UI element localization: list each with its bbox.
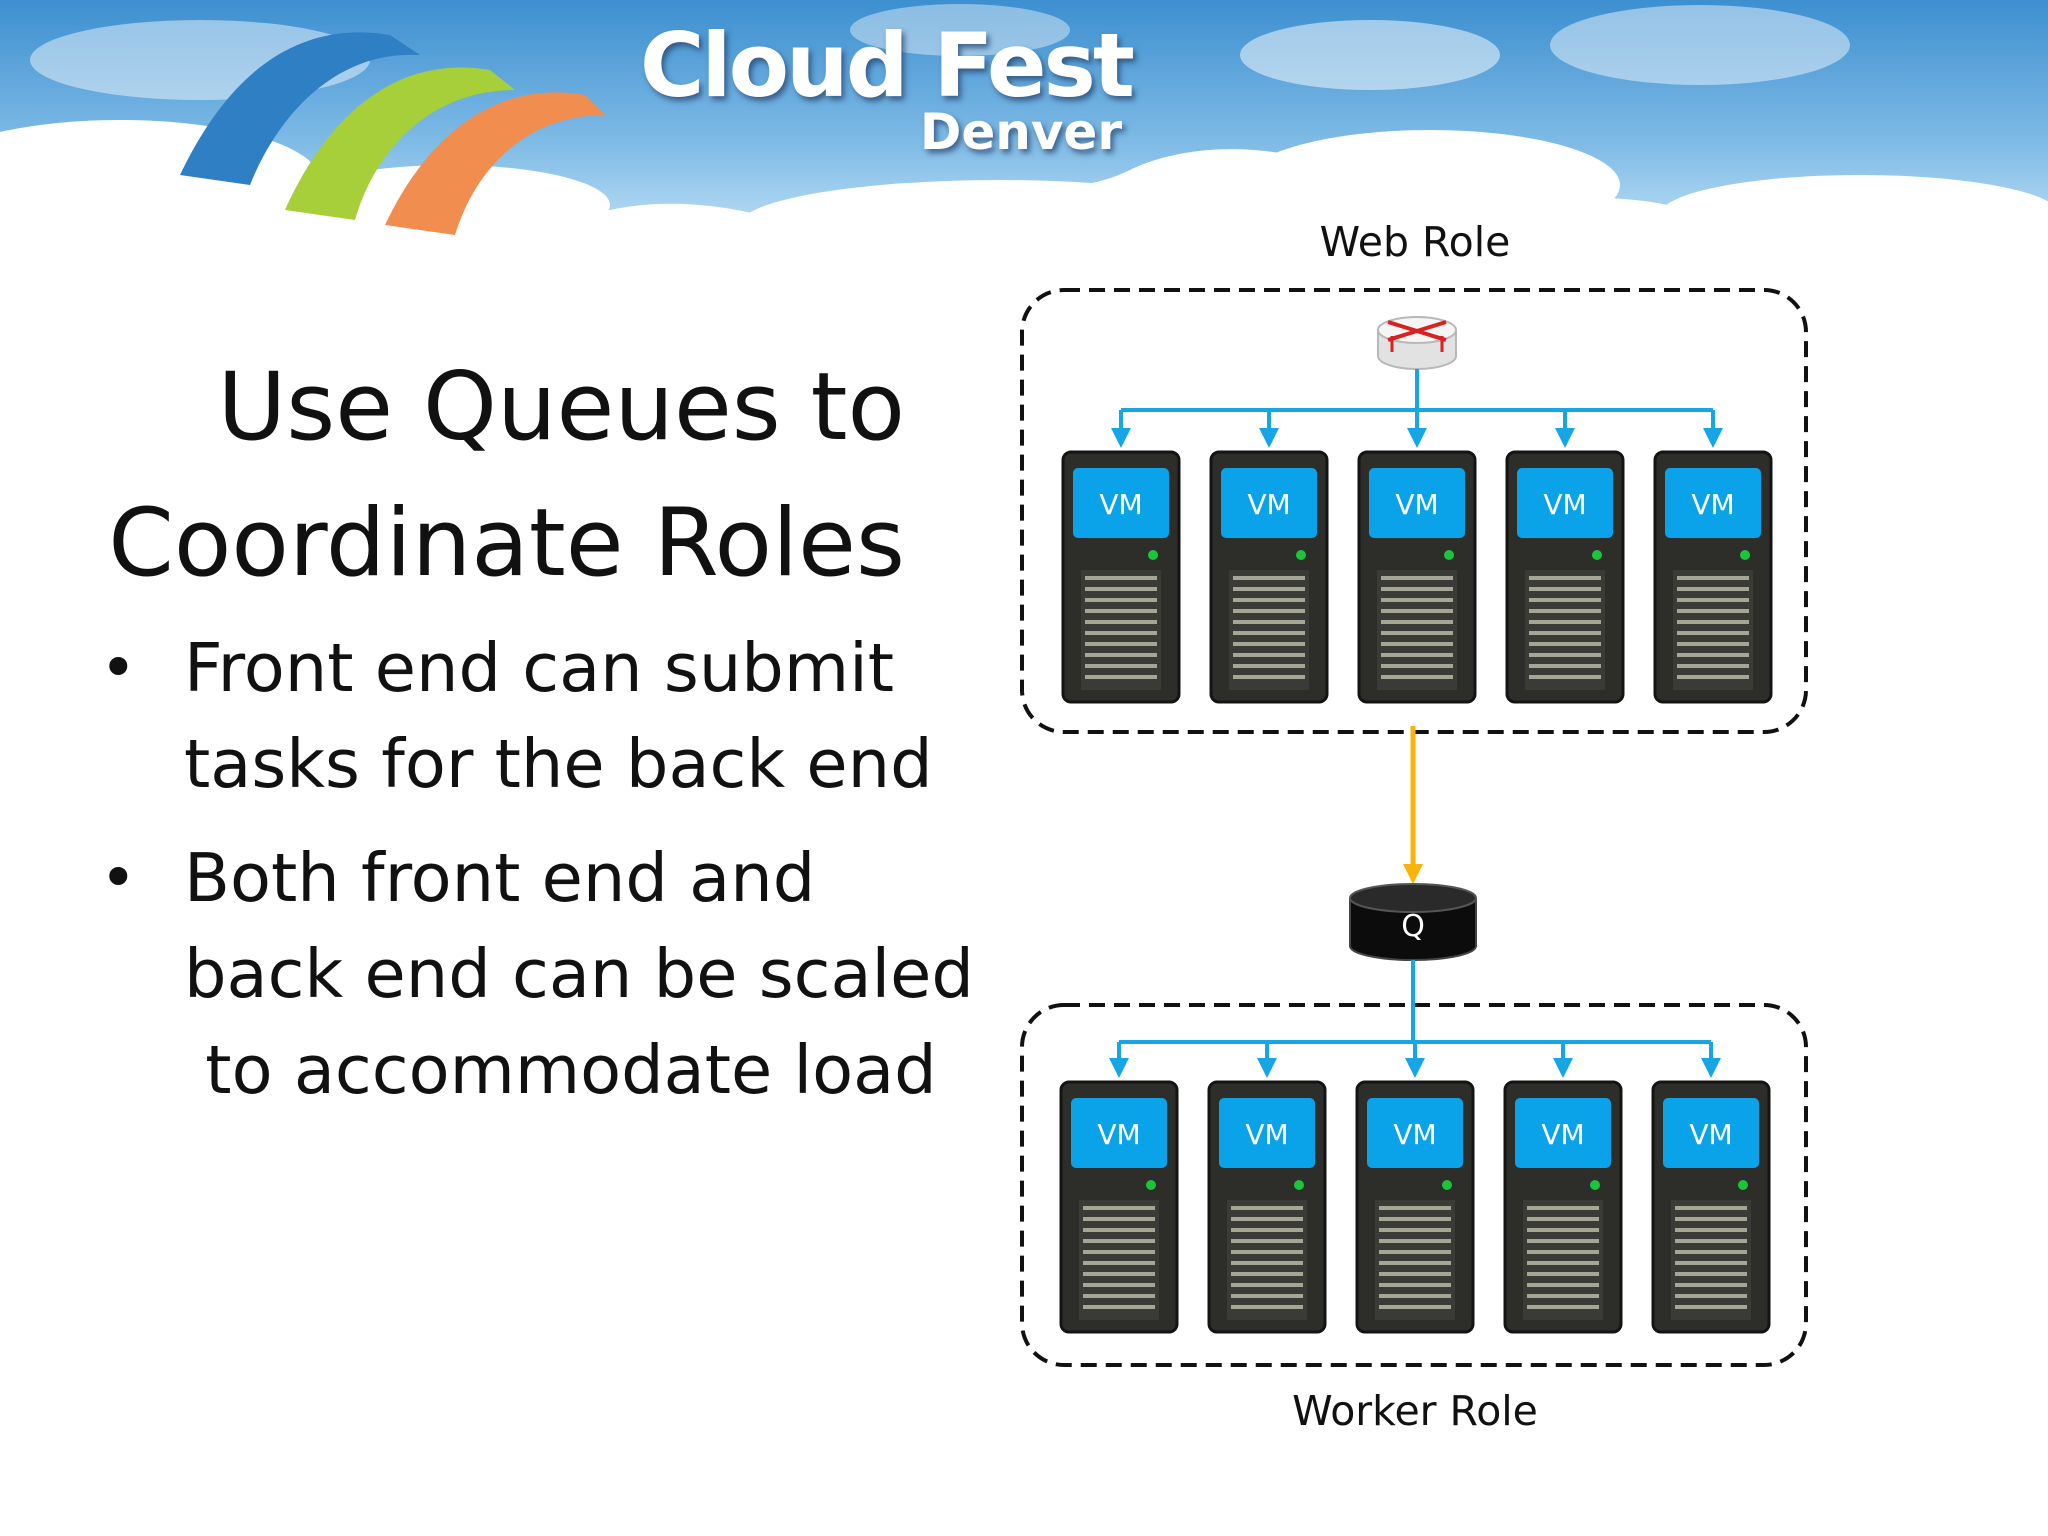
vm-label: VM [1689, 1118, 1732, 1151]
vm-label: VM [1099, 488, 1142, 521]
bullet-line: back end can be scaled [184, 935, 974, 1013]
vm-server-icon: VM [1355, 1080, 1475, 1334]
vm-screen [1369, 468, 1465, 538]
web-role-label: Web Role [1320, 218, 1511, 266]
bullet-line: to accommodate load [184, 1031, 937, 1109]
status-led-icon [1740, 550, 1750, 560]
status-led-icon [1592, 550, 1602, 560]
slide-title-line: Coordinate Roles [108, 489, 905, 598]
conference-logo: Cloud Fest Denver [612, 14, 1135, 161]
logo-sub-text: Denver [919, 103, 1122, 161]
vm-screen [1665, 468, 1761, 538]
status-led-icon [1738, 1180, 1748, 1190]
logo-arches-icon [180, 32, 605, 235]
vm-label: VM [1245, 1118, 1288, 1151]
status-led-icon [1146, 1180, 1156, 1190]
vm-server-icon: VM [1207, 1080, 1327, 1334]
worker-connector-lines [1109, 960, 1721, 1078]
vm-screen [1219, 1098, 1315, 1168]
slide-title: Use Queues to Coordinate Roles [60, 340, 905, 612]
bullet-line: Both front end and [184, 839, 816, 917]
bullet-list: Front end can submit tasks for the back … [100, 620, 1000, 1136]
vm-label: VM [1395, 488, 1438, 521]
vm-label: VM [1247, 488, 1290, 521]
vm-screen [1221, 468, 1317, 538]
vm-screen [1071, 1098, 1167, 1168]
queue-label: Q [1401, 909, 1425, 944]
vm-server-icon: VM [1059, 1080, 1179, 1334]
status-led-icon [1590, 1180, 1600, 1190]
status-led-icon [1296, 550, 1306, 560]
vm-server-icon: VM [1503, 1080, 1623, 1334]
vm-screen [1663, 1098, 1759, 1168]
vm-server-icon: VM [1651, 1080, 1771, 1334]
vm-server-icon: VM [1209, 450, 1329, 704]
vm-screen [1517, 468, 1613, 538]
vm-label: VM [1543, 488, 1586, 521]
logo-main-text: Cloud Fest [639, 14, 1135, 117]
load-balancer-icon [1377, 316, 1457, 370]
vm-server-icon: VM [1357, 450, 1477, 704]
web-connector-lines [1111, 369, 1723, 448]
vm-screen [1367, 1098, 1463, 1168]
vm-server-icon: VM [1653, 450, 1773, 704]
vm-label: VM [1097, 1118, 1140, 1151]
vm-server-icon: VM [1505, 450, 1625, 704]
header-banner [0, 0, 2048, 290]
queue-icon: Q [1349, 883, 1477, 961]
status-led-icon [1294, 1180, 1304, 1190]
vm-label: VM [1393, 1118, 1436, 1151]
worker-vm-group: VM VM VM VM VM [1059, 1080, 1771, 1334]
vm-label: VM [1691, 488, 1734, 521]
vm-screen [1073, 468, 1169, 538]
bullet-item: Front end can submit tasks for the back … [100, 620, 1000, 812]
web-vm-group: VM VM VM VM VM [1061, 450, 1773, 704]
status-led-icon [1442, 1180, 1452, 1190]
bullet-line: tasks for the back end [184, 725, 933, 803]
vm-server-icon: VM [1061, 450, 1181, 704]
status-led-icon [1444, 550, 1454, 560]
vm-label: VM [1541, 1118, 1584, 1151]
vm-screen [1515, 1098, 1611, 1168]
slide-title-line: Use Queues to [217, 353, 905, 462]
worker-role-label: Worker Role [1292, 1387, 1538, 1435]
status-led-icon [1148, 550, 1158, 560]
bullet-item: Both front end and back end can be scale… [100, 830, 1000, 1118]
bullet-line: Front end can submit [184, 629, 894, 707]
